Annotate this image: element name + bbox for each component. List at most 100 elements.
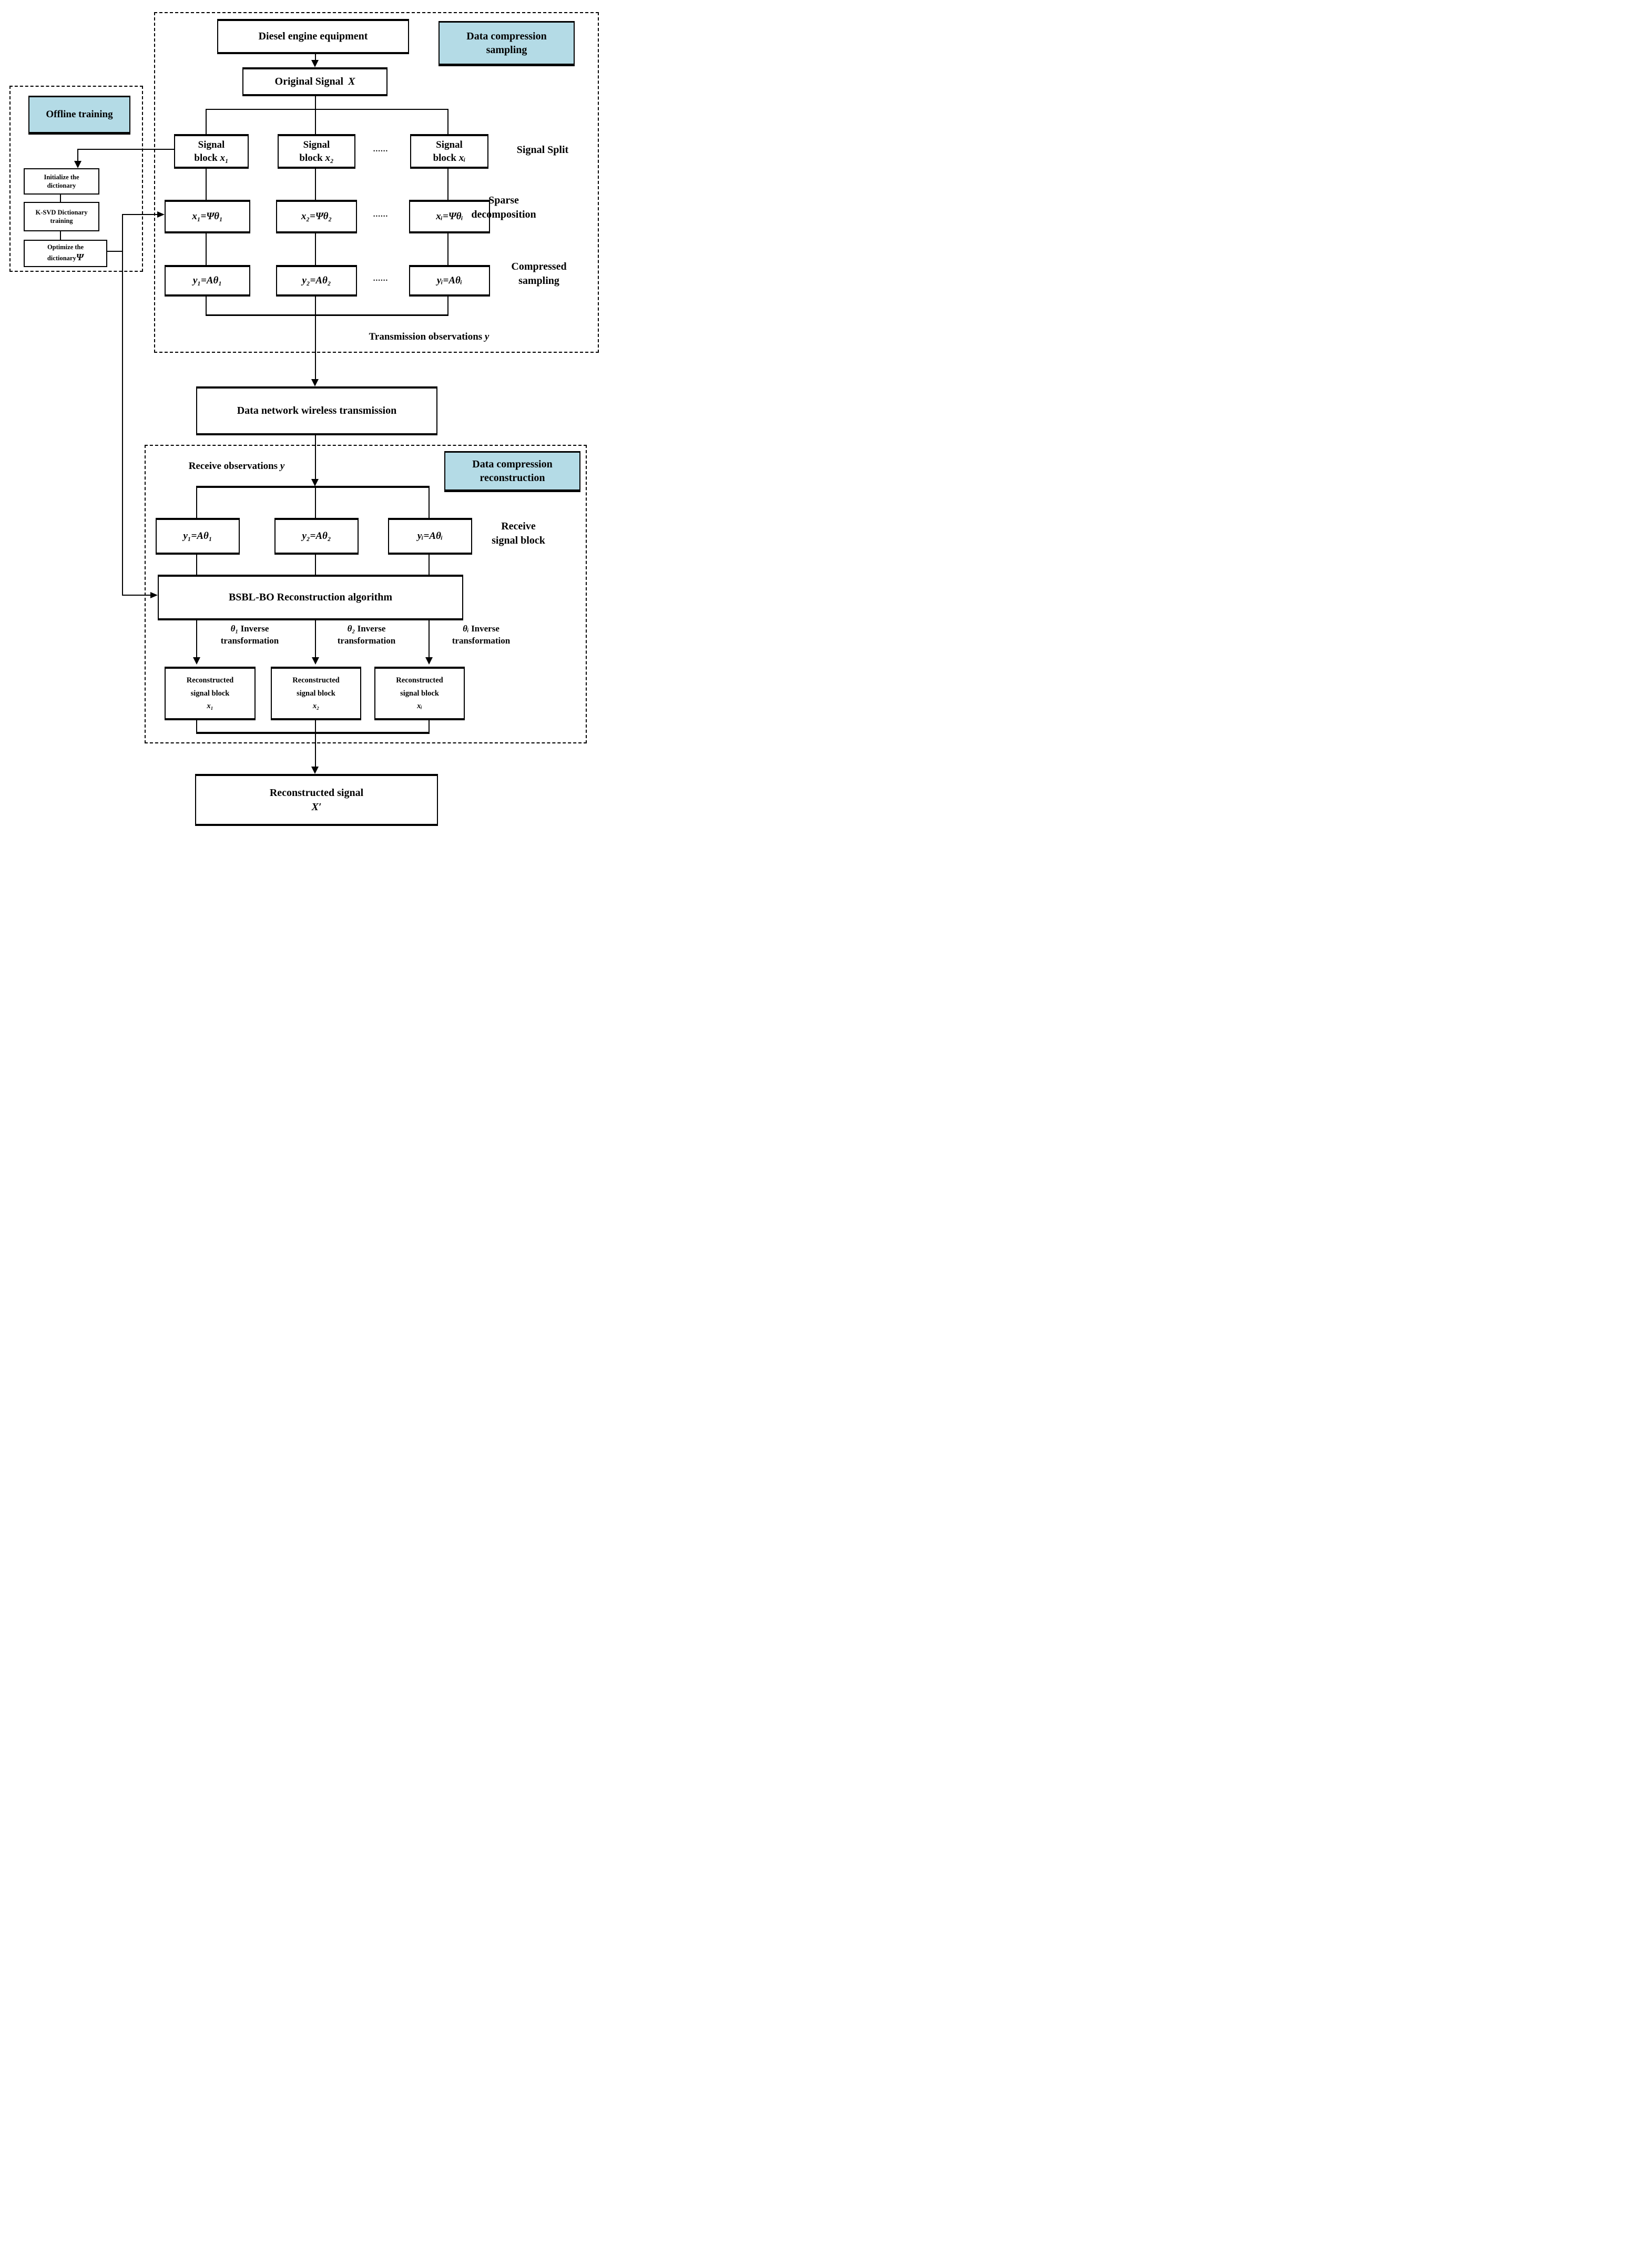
connector-recv1-bsbl [196, 550, 197, 575]
label-compressed-sampling: Compressed sampling [486, 260, 592, 288]
signal-block-i-word: block [433, 152, 456, 164]
signal-block-2-word: block [299, 152, 323, 164]
receive-formula-1-box: y₁=Aθ₁ [156, 518, 240, 555]
inverse-i-symbol: θᵢ [463, 624, 469, 634]
reconstructed-block-2-box: Reconstructed signal block x₂ [271, 667, 361, 720]
receive-observations-text: Receive observations [188, 461, 278, 472]
label-inverse-1: θ₁ Inverse transformation [202, 623, 297, 647]
flow-diagram: Offline training Initialize the dictiona… [0, 0, 605, 830]
connector-diesel-original [315, 50, 316, 61]
compressed-formula-2: y₂=Aθ₂ [302, 275, 331, 287]
distribute-bar-receive [196, 486, 430, 488]
optimize-line1: Optimize the [47, 243, 84, 251]
sampling-header-line2: sampling [486, 44, 527, 56]
split-bar [206, 109, 448, 110]
connector-recv2-bsbl [315, 550, 316, 575]
reconstructed-1-var: x₁ [207, 702, 213, 711]
signal-block-1-line2: block x₁ [194, 151, 228, 165]
inverse-2-line2: transformation [337, 635, 396, 646]
ksvd-training-box: K-SVD Dictionary training [24, 202, 99, 231]
diesel-equipment-label: Diesel engine equipment [258, 30, 368, 43]
signal-block-2-line1: Signal [303, 139, 330, 150]
signal-block-1-line1: Signal [198, 139, 225, 150]
wireless-transmission-label: Data network wireless transmission [237, 405, 397, 417]
connector-a1-bar [206, 292, 207, 315]
initialize-line1: Initialize the [44, 173, 79, 181]
transmission-var: y [484, 331, 490, 342]
connector-offline-init [77, 149, 78, 161]
signal-block-1-box: Signal block x₁ [174, 134, 249, 169]
inverse-1-line1: θ₁ Inverse [202, 623, 297, 635]
bsbl-algorithm-label: BSBL-BO Reconstruction algorithm [228, 591, 393, 604]
receive-observations-var: y [280, 461, 285, 472]
arrow-down-icon [425, 657, 433, 665]
reconstructed-1-line2: signal block [190, 689, 230, 698]
sampling-header-box: Data compression sampling [439, 21, 575, 66]
connector-dictionary-psi1 [122, 214, 157, 215]
connector-split-col1 [206, 109, 207, 134]
connector-sig1-psi1 [206, 165, 207, 200]
sparse-formula-i-box: xᵢ=Ψθᵢ [409, 200, 490, 233]
signal-block-2-box: Signal block x₂ [278, 134, 355, 169]
label-receive-line2: signal block [492, 535, 545, 546]
ellipsis-sparse-row: ...... [373, 210, 389, 219]
connector-dictionary-bsbl [122, 595, 150, 596]
ksvd-line1: K-SVD Dictionary [35, 208, 88, 216]
ksvd-line2: training [50, 217, 73, 224]
connector-bar-recv1 [196, 487, 197, 518]
inverse-1-line2: transformation [220, 635, 279, 646]
optimize-line2-text: dictionary [47, 254, 76, 262]
reconstructed-i-line1: Reconstructed [396, 676, 443, 685]
output-signal-var: X′ [311, 801, 322, 813]
signal-block-2-var: x₂ [325, 152, 334, 164]
arrow-down-icon [74, 161, 81, 168]
compressed-formula-2-box: y₂=Aθ₂ [276, 265, 357, 297]
connector-bsbl-rec2 [315, 616, 316, 657]
connector-recv3-bsbl [429, 550, 430, 575]
optimize-dictionary-box: Optimize the dictionaryΨ [24, 240, 107, 267]
label-receive-signal-block: Receive signal block [466, 519, 571, 548]
label-signal-split: Signal Split [516, 144, 569, 156]
inverse-1-text: Inverse [240, 624, 269, 634]
connector-a3-bar [447, 292, 448, 315]
initialize-line2: dictionary [47, 182, 76, 189]
reconstructed-2-line1: Reconstructed [292, 676, 340, 685]
connector-sig1-offline [78, 149, 174, 150]
reconstructed-i-line2: signal block [400, 689, 439, 698]
reconstructed-signal-output-box: Reconstructed signal X′ [195, 774, 438, 826]
reconstruction-header-box: Data compression reconstruction [444, 451, 580, 492]
transmission-text: Transmission observations [369, 331, 483, 342]
original-signal-var: X [348, 76, 355, 88]
reconstruction-header-line2: reconstruction [480, 472, 545, 484]
inverse-2-text: Inverse [357, 624, 386, 634]
bsbl-algorithm-box: BSBL-BO Reconstruction algorithm [158, 575, 463, 620]
signal-block-i-var: xᵢ [458, 152, 466, 164]
connector-rec1-bar [196, 716, 197, 733]
connector-split-col3 [447, 109, 448, 134]
connector-sig3-psi3 [447, 165, 448, 200]
label-receive-line1: Receive [501, 520, 536, 532]
connector-bsbl-rec3 [429, 616, 430, 657]
reconstructed-block-i-box: Reconstructed signal block xᵢ [374, 667, 465, 720]
reconstruction-header-line1: Data compression [472, 458, 553, 470]
connector-optimize-stub [105, 251, 123, 252]
inverse-i-text: Inverse [471, 624, 499, 634]
offline-training-header: Offline training [28, 96, 130, 135]
inverse-2-line1: θ₂ Inverse [319, 623, 414, 635]
connector-bsbl-rec1 [196, 616, 197, 657]
connector-init-ksvd [60, 192, 61, 202]
compressed-formula-1: y₁=Aθ₁ [192, 275, 222, 287]
sparse-formula-1-box: x₁=Ψθ₁ [165, 200, 250, 233]
signal-block-i-box: Signal block xᵢ [410, 134, 488, 169]
receive-formula-i-box: yᵢ=Aθᵢ [388, 518, 472, 555]
arrow-right-icon [150, 592, 158, 598]
receive-formula-i: yᵢ=Aθᵢ [417, 530, 443, 542]
connector-rec3-bar [429, 716, 430, 733]
arrow-down-icon [311, 479, 319, 486]
connector-split-col2 [315, 109, 316, 134]
psi-symbol: Ψ [76, 252, 84, 263]
label-compressed-line2: sampling [518, 275, 559, 287]
wireless-transmission-box: Data network wireless transmission [196, 386, 437, 435]
label-inverse-i: θᵢ Inverse transformation [434, 623, 528, 647]
connector-bar-wireless [315, 315, 316, 379]
